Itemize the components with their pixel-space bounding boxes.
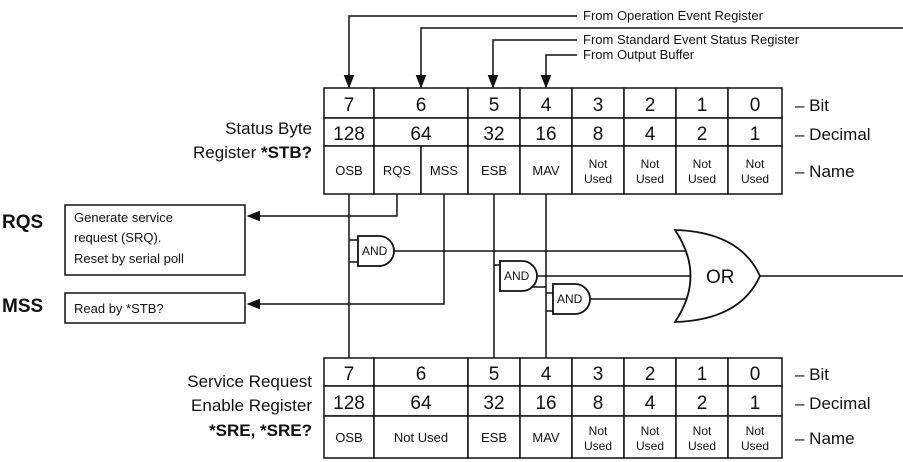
sre-bit-5: 5 — [489, 364, 500, 385]
stb-label-line2: Register *STB? — [193, 143, 312, 162]
svg-text:OR: OR — [706, 267, 735, 288]
sre-label-line1: Service Request — [187, 372, 312, 391]
stb-name-esb: ESB — [481, 163, 507, 178]
mss-box — [64, 292, 246, 324]
output-source-label: From Output Buffer — [583, 47, 695, 62]
and-gate-2: AND — [499, 260, 538, 292]
stb-dec-64: 64 — [410, 124, 432, 145]
stb-name-osb: OSB — [335, 163, 362, 178]
output-buffer-arrow — [540, 54, 577, 89]
sre-label-line3: *SRE, *SRE? — [209, 421, 312, 440]
sre-bit-1: 1 — [697, 364, 708, 385]
stb-bit-2: 2 — [645, 95, 656, 116]
external-arrow — [415, 27, 903, 89]
stb-decimal-row-label: – Decimal — [795, 125, 871, 144]
or-gate: OR — [673, 229, 761, 323]
rqs-tag: RQS — [2, 212, 43, 233]
sre-dec-32: 32 — [483, 393, 504, 414]
stb-bit-0: 0 — [750, 95, 761, 116]
stb-dec-8: 8 — [593, 124, 604, 145]
stb-name-mav: MAV — [532, 163, 560, 178]
svg-text:AND: AND — [557, 292, 583, 306]
sre-name-row-label: – Name — [795, 429, 855, 448]
and-gate-3: AND — [552, 283, 591, 315]
stb-bit-6: 6 — [416, 95, 427, 116]
sre-dec-1: 1 — [750, 393, 761, 414]
sre-dec-128: 128 — [333, 393, 365, 414]
sre-bit-3: 3 — [593, 364, 604, 385]
stb-name-rqs: RQS — [383, 163, 412, 178]
stb-bit-7: 7 — [344, 95, 355, 116]
operation-arrow — [343, 15, 577, 89]
sre-name-mav: MAV — [532, 430, 560, 445]
sre-bit-0: 0 — [750, 364, 761, 385]
sre-dec-2: 2 — [697, 393, 708, 414]
mss-tag: MSS — [2, 296, 43, 317]
standard-event-arrow — [487, 39, 577, 89]
rqs-line2: request (SRQ). — [74, 230, 161, 245]
svg-text:AND: AND — [362, 244, 388, 258]
stb-register-table: 7 6 5 4 3 2 1 0 128 64 32 16 8 4 2 1 OSB… — [193, 87, 783, 195]
stb-bit-4: 4 — [541, 95, 552, 116]
stb-dec-4: 4 — [645, 124, 656, 145]
sre-name-bit6: Not Used — [394, 430, 448, 445]
mss-text: Read by *STB? — [74, 301, 164, 316]
stb-dec-128: 128 — [333, 124, 365, 145]
mss-wire — [246, 194, 445, 310]
logic-wiring — [246, 194, 903, 364]
stb-bit-1: 1 — [697, 95, 708, 116]
sre-bit-4: 4 — [541, 364, 552, 385]
sre-bit-6: 6 — [416, 364, 427, 385]
sre-name-osb: OSB — [335, 430, 362, 445]
stb-bit-row-label: – Bit — [795, 96, 829, 115]
stb-dec-1: 1 — [750, 124, 761, 145]
sre-decimal-row-label: – Decimal — [795, 394, 871, 413]
sre-bit-7: 7 — [344, 364, 355, 385]
sre-dec-4: 4 — [645, 393, 656, 414]
rqs-line3: Reset by serial poll — [74, 251, 184, 266]
standard-source-label: From Standard Event Status Register — [583, 32, 800, 47]
sre-register-table: 7 6 5 4 3 2 1 0 128 64 32 16 8 4 2 1 OSB… — [187, 357, 783, 459]
stb-bit-3: 3 — [593, 95, 604, 116]
stb-dec-2: 2 — [697, 124, 708, 145]
sre-name-esb: ESB — [481, 430, 507, 445]
stb-dec-32: 32 — [483, 124, 504, 145]
svg-text:AND: AND — [504, 269, 530, 283]
stb-name-row-label: – Name — [795, 162, 855, 181]
and-gate-1: AND — [357, 235, 395, 267]
rqs-box — [64, 204, 246, 276]
stb-bit-5: 5 — [489, 95, 500, 116]
sre-dec-16: 16 — [535, 393, 556, 414]
sre-dec-64: 64 — [410, 393, 432, 414]
operation-source-label: From Operation Event Register — [583, 8, 764, 23]
sre-bit-row-label: – Bit — [795, 365, 829, 384]
sre-dec-8: 8 — [593, 393, 604, 414]
stb-dec-16: 16 — [535, 124, 556, 145]
stb-name-mss: MSS — [430, 163, 459, 178]
rqs-wire — [246, 194, 398, 222]
sre-bit-2: 2 — [645, 364, 656, 385]
source-arrows: From Operation Event Register From Stand… — [343, 8, 903, 89]
stb-label-line1: Status Byte — [225, 119, 312, 138]
sre-label-line2: Enable Register — [191, 396, 312, 415]
rqs-line1: Generate service — [74, 210, 173, 225]
